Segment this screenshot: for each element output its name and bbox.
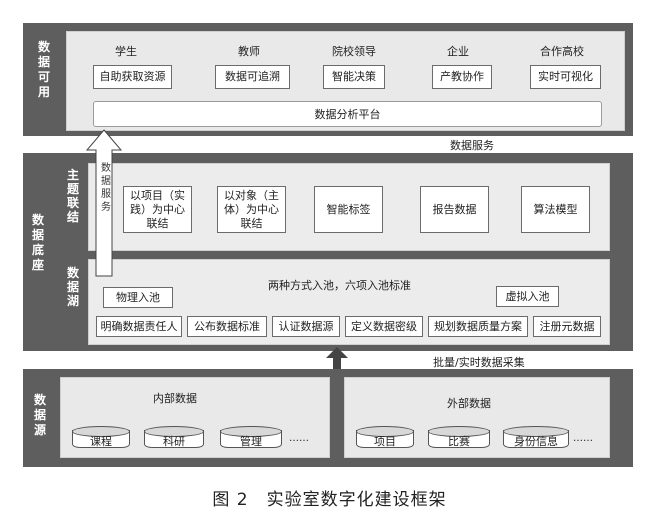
external-source-competition: 比赛 xyxy=(428,426,490,448)
data-service-label: 数据服务 xyxy=(450,139,494,152)
external-source-project: 项目 xyxy=(356,426,414,448)
internal-data-title: 内部数据 xyxy=(153,392,197,405)
function-partner-college: 实时可视化 xyxy=(530,65,601,89)
label-char: 数据底座 xyxy=(31,213,44,272)
data-service-arrow xyxy=(85,129,123,277)
analytics-platform-box: 数据分析平台 xyxy=(93,101,602,127)
layer-data-usable-label: 数据可用 xyxy=(23,40,65,100)
label-char: 数据可用 xyxy=(37,40,50,99)
label-char: 主题联结 xyxy=(66,168,79,224)
collection-arrow xyxy=(326,347,348,369)
function-student: 自助获取资源 xyxy=(93,65,172,89)
arrow-service-text: 数据服务 xyxy=(101,163,111,213)
external-source-identity: 身份信息 xyxy=(503,426,569,448)
internal-ellipsis: …… xyxy=(289,433,309,444)
lake-heading: 两种方式入池，六项入池标准 xyxy=(268,279,411,292)
theme-smart-tags: 智能标签 xyxy=(314,186,383,233)
arrow-service-tag: 数据服务 xyxy=(101,162,114,214)
label-char: 数据源 xyxy=(33,393,46,437)
external-data-title: 外部数据 xyxy=(447,397,491,410)
internal-source-research: 科研 xyxy=(144,426,204,448)
cylinder-label: 管理 xyxy=(240,435,262,448)
function-enterprise: 产教协作 xyxy=(432,65,492,89)
role-leader: 院校领导 xyxy=(332,45,376,58)
function-teacher: 数据可追溯 xyxy=(215,65,290,89)
theme-project-centered: 以项目（实践）为中心联结 xyxy=(123,186,192,233)
standard-item: 认证数据源 xyxy=(272,316,340,337)
standard-item: 注册元数据 xyxy=(533,316,601,337)
layer-data-source-label: 数据源 xyxy=(23,393,57,438)
figure-caption: 图 2 实验室数字化建设框架 xyxy=(212,490,447,510)
standard-item: 明确数据责任人 xyxy=(96,316,182,337)
role-enterprise: 企业 xyxy=(447,45,469,58)
theme-group-label: 主题联结 xyxy=(59,168,87,224)
layer-data-foundation-label: 数据底座 xyxy=(23,213,53,273)
standard-item: 规划数据质量方案 xyxy=(428,316,528,337)
virtual-pool: 虚拟入池 xyxy=(496,286,559,307)
role-partner-college: 合作高校 xyxy=(540,45,584,58)
theme-report-data: 报告数据 xyxy=(420,186,489,233)
cylinder-label: 科研 xyxy=(163,435,185,448)
internal-source-course: 课程 xyxy=(72,426,130,448)
standard-item: 公布数据标准 xyxy=(187,316,267,337)
theme-subject-centered: 以对象（主体）为中心联结 xyxy=(217,186,286,233)
role-student: 学生 xyxy=(115,45,137,58)
standard-item: 定义数据密级 xyxy=(345,316,423,337)
role-teacher: 教师 xyxy=(238,45,260,58)
physical-pool: 物理入池 xyxy=(103,287,173,308)
label-char: 数据湖 xyxy=(66,266,79,308)
collection-label: 批量/实时数据采集 xyxy=(433,356,525,369)
external-ellipsis: …… xyxy=(573,433,593,444)
theme-algorithm-model: 算法模型 xyxy=(521,186,590,233)
cylinder-label: 课程 xyxy=(90,435,112,448)
function-leader: 智能决策 xyxy=(323,65,385,89)
lake-group-label: 数据湖 xyxy=(59,266,87,308)
cylinder-label: 身份信息 xyxy=(514,435,558,448)
cylinder-label: 比赛 xyxy=(448,435,470,448)
analytics-platform-label: 数据分析平台 xyxy=(314,108,381,121)
internal-source-management: 管理 xyxy=(220,426,282,448)
cylinder-label: 项目 xyxy=(374,435,396,448)
